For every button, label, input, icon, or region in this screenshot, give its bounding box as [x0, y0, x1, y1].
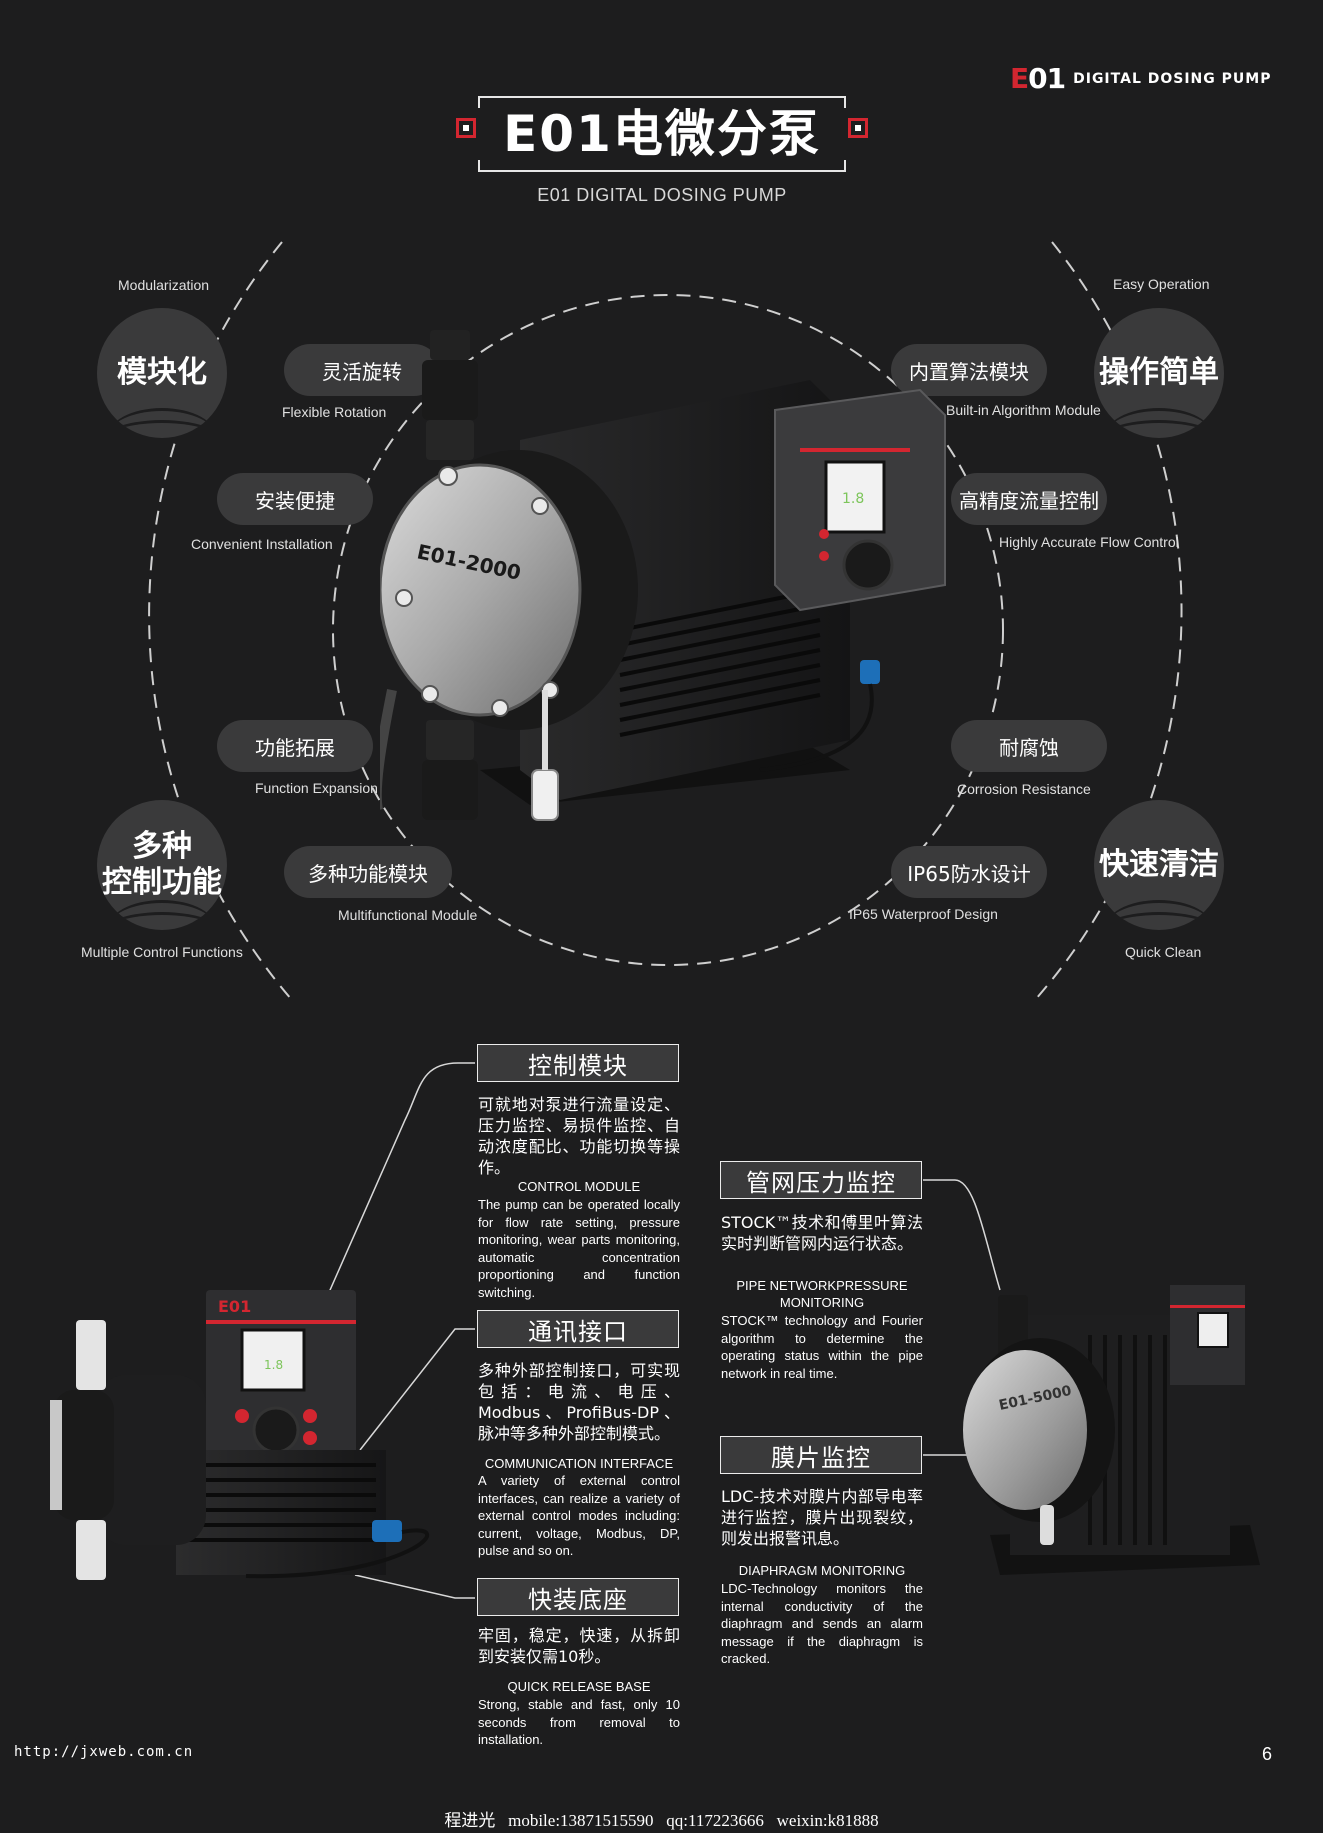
module-desc-quick-release: Strong, stable and fast, only 10 seconds… — [478, 1697, 680, 1747]
pill-corrosion-resistance: 耐腐蚀 — [951, 720, 1107, 772]
module-title-quick-release: 快装底座 — [477, 1578, 679, 1616]
title-marker-left — [456, 118, 476, 138]
pill-function-expansion: 功能拓展 — [217, 720, 373, 772]
pill-label-builtin-algorithm: Built-in Algorithm Module — [946, 402, 1101, 418]
pill-label-flow-control: Highly Accurate Flow Control — [999, 534, 1179, 550]
pill-builtin-algorithm: 内置算法模块 — [891, 344, 1047, 396]
pill-ip65-waterproof: IP65防水设计 — [891, 846, 1047, 898]
pill-label-convenient-installation: Convenient Installation — [191, 536, 333, 552]
module-title-pipe-pressure: 管网压力监控 — [720, 1161, 922, 1199]
right-pump-image: E01-5000 — [963, 1285, 1260, 1575]
module-heading-diaphragm: DIAPHRAGM MONITORING — [738, 1563, 906, 1578]
module-text-pipe-pressure: STOCK™技术和傅里叶算法实时判断管网内运行状态。 — [721, 1213, 923, 1253]
pill-label-function-expansion: Function Expansion — [255, 780, 378, 796]
module-desc-pipe-pressure: STOCK™ technology and Fourier algorithm … — [721, 1313, 923, 1381]
feature-circle-multiple-control: 多种 控制功能 — [97, 800, 227, 930]
svg-text:1.8: 1.8 — [842, 491, 864, 507]
module-title-diaphragm: 膜片监控 — [720, 1436, 922, 1474]
feature-circle-modularization: 模块化 — [97, 308, 227, 438]
feature-circle-label-multiple-control: Multiple Control Functions — [81, 944, 243, 960]
module-desc-diaphragm: LDC-Technology monitors the internal con… — [721, 1581, 923, 1666]
pill-label-flexible-rotation: Flexible Rotation — [282, 404, 387, 420]
svg-text:E01: E01 — [218, 1297, 251, 1316]
brand-logo: E01 — [1010, 62, 1066, 95]
feature-circle-label-quick-clean: Quick Clean — [1125, 944, 1202, 960]
feature-circle-label-modularization: Modularization — [118, 277, 210, 293]
inner-dashed-ring — [332, 294, 1004, 966]
connector-comm — [359, 1328, 475, 1451]
main-pump-image: 1.8 E01-2000 — [380, 330, 946, 821]
feature-circle-label-easy-operation: Easy Operation — [1113, 276, 1210, 292]
module-heading-quick-release: QUICK RELEASE BASE — [507, 1679, 651, 1694]
module-text-quick-release: 牢固，稳定，快速，从拆卸到安装仅需10秒。 — [478, 1626, 680, 1666]
pill-convenient-installation: 安装便捷 — [217, 473, 373, 525]
pill-flexible-rotation: 灵活旋转 — [284, 344, 440, 396]
left-pump-image: E01 1.8 — [50, 1290, 430, 1580]
module-heading-communication: COMMUNICATION INTERFACE — [484, 1456, 674, 1471]
module-desc-communication: A variety of external control interfaces… — [478, 1473, 680, 1558]
title-banner: E01电微分泵 — [456, 94, 868, 174]
module-text-diaphragm: LDC-技术对膜片内部导电率进行监控，膜片出现裂纹，则发出报警讯息。 — [721, 1487, 923, 1548]
brand-text: DIGITAL DOSING PUMP — [1073, 71, 1272, 87]
module-heading-control: CONTROL MODULE — [517, 1179, 641, 1194]
connector-control — [307, 1062, 475, 1341]
pill-multifunctional-module: 多种功能模块 — [284, 846, 452, 898]
module-title-communication: 通讯接口 — [477, 1310, 679, 1348]
title-marker-right — [848, 118, 868, 138]
page-title: E01电微分泵 — [503, 105, 821, 163]
module-title-control: 控制模块 — [477, 1044, 679, 1082]
feature-circle-quick-clean: 快速清洁 — [1094, 800, 1224, 930]
module-text-control: 可就地对泵进行流量设定、压力监控、易损件监控、自动浓度配比、功能切换等操作。 — [478, 1095, 680, 1177]
connector-pipe — [923, 1179, 1001, 1291]
svg-text:1.8: 1.8 — [264, 1358, 283, 1372]
connector-base — [354, 1574, 475, 1599]
page-number: 6 — [1262, 1744, 1273, 1764]
module-heading-pipe-pressure: PIPE NETWORKPRESSURE MONITORING — [736, 1278, 908, 1310]
pill-label-ip65-waterproof: IP65 Waterproof Design — [849, 906, 998, 922]
footer-url: http://jxweb.com.cn — [14, 1744, 194, 1760]
pill-label-multifunctional-module: Multifunctional Module — [338, 907, 478, 923]
module-text-communication: 多种外部控制接口，可实现包括：电流、电压、Modbus、ProfiBus-DP、… — [478, 1361, 680, 1443]
footer-contact: 程进光 mobile:13871515590 qq:117223666 weix… — [444, 1811, 879, 1830]
pill-flow-control: 高精度流量控制 — [951, 473, 1107, 525]
brand-header: E01 DIGITAL DOSING PUMP — [1010, 62, 1272, 95]
pill-label-corrosion-resistance: Corrosion Resistance — [957, 781, 1091, 797]
module-desc-control: The pump can be operated locally for flo… — [478, 1197, 680, 1300]
page-subtitle: E01 DIGITAL DOSING PUMP — [537, 185, 787, 205]
feature-circle-easy-operation: 操作简单 — [1094, 308, 1224, 438]
